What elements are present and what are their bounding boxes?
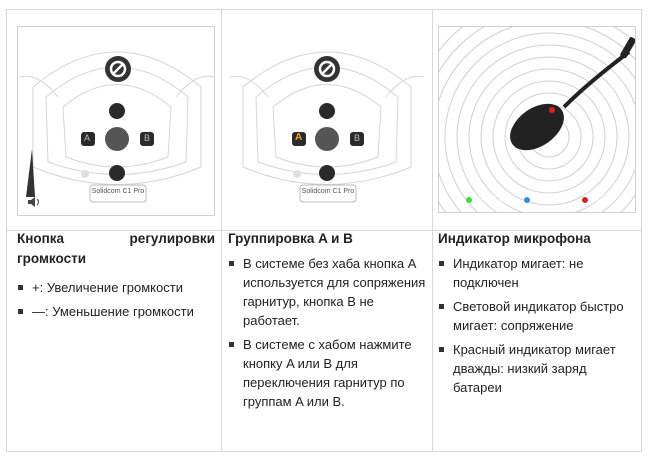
group-button-image: A B Solidcom C1 Pro: [227, 26, 425, 216]
volume-button-section: Кнопка регулировки громкости +: Увеличен…: [17, 229, 215, 321]
group-button-section: Группировка A и B В системе без хаба кно…: [228, 229, 426, 411]
legend-mute: MUTE: [582, 195, 614, 204]
section-title: Индикатор микрофона: [438, 231, 591, 246]
headset-outline-illustration: [19, 51, 214, 207]
legend-enc-off: ENC OFF: [466, 195, 510, 204]
mute-led-icon: [549, 107, 555, 113]
btn-a-label-highlighted: A: [295, 132, 303, 143]
volume-button-image: A B Solidcom C1 Pro: [17, 26, 215, 216]
section-title: Кнопка регулировки громкости: [17, 231, 215, 266]
row-divider: [7, 230, 641, 231]
logo-icon: [105, 56, 131, 82]
feature-list: Индикатор мигает: не подключен Световой …: [438, 254, 638, 397]
device-label: Solidcom C1 Pro: [91, 188, 145, 195]
section-title: Группировка A и B: [228, 231, 353, 246]
mic-illustration: [439, 27, 635, 212]
blue-dot-icon: [524, 197, 530, 203]
red-dot-icon: [582, 197, 588, 203]
btn-a-label: A: [84, 133, 91, 143]
list-item: Индикатор мигает: не подключен: [438, 254, 638, 292]
feature-list: +: Увеличение громкости —: Уменьшение гр…: [17, 278, 215, 321]
list-item: Красный индикатор мигает дважды: низкий …: [438, 340, 638, 397]
feature-table: [6, 9, 642, 452]
volume-icon: [28, 197, 39, 207]
btn-b-label: B: [144, 133, 151, 143]
mic-indicator-section: Индикатор микрофона Индикатор мигает: не…: [438, 229, 638, 397]
device-label: Solidcom C1 Pro: [301, 188, 355, 195]
list-item: —: Уменьшение громкости: [17, 302, 215, 321]
mic-indicator-image: ENC OFF ENC ON MUTE: [438, 26, 636, 213]
logo-icon: [314, 56, 340, 82]
headset-outline-illustration: [229, 51, 424, 203]
list-item: В системе с хабом нажмите кнопку A или B…: [228, 335, 426, 411]
legend-enc-on: ENC ON: [524, 195, 564, 204]
feature-list: В системе без хаба кнопка A используется…: [228, 254, 426, 411]
green-dot-icon: [466, 197, 472, 203]
list-item: Световой индикатор быстро мигает: сопряж…: [438, 297, 638, 335]
list-item: В системе без хаба кнопка A используется…: [228, 254, 426, 330]
btn-b-label: B: [354, 133, 361, 143]
list-item: +: Увеличение громкости: [17, 278, 215, 297]
